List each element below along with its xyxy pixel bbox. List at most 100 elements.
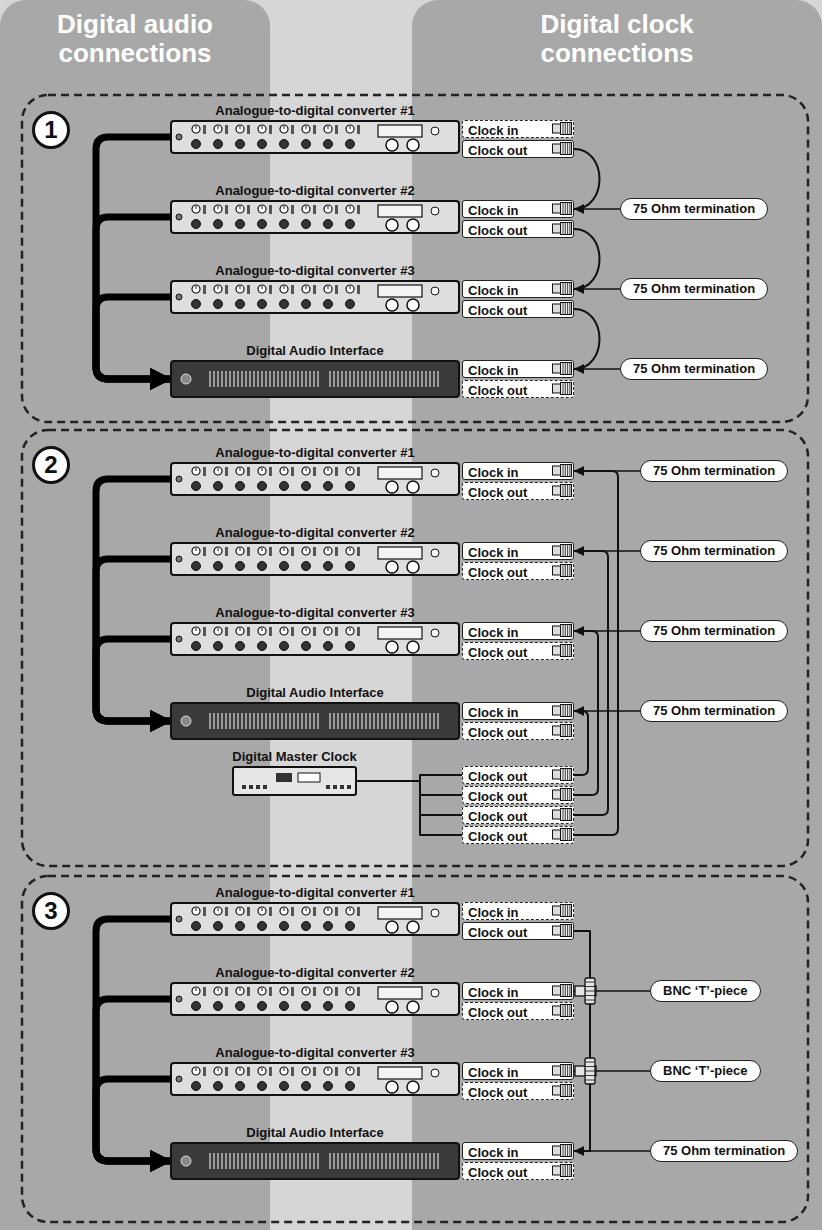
port-tick [273, 371, 275, 387]
grip-line [567, 383, 568, 394]
gain-knob [214, 547, 222, 555]
port-tick [353, 371, 355, 387]
port-tick [285, 713, 287, 729]
port-tick [309, 713, 311, 729]
callout-pill: 75 Ohm termination [640, 540, 788, 562]
small-knob [431, 127, 439, 135]
bnc-plug [552, 202, 572, 215]
gain-knob [236, 907, 244, 915]
clock-port-box: Clock in [462, 462, 574, 480]
gain-knob [280, 987, 288, 995]
input-jack [214, 140, 223, 149]
grip-line [563, 223, 564, 234]
unit-heading: Analogue-to-digital converter #1 [140, 103, 490, 118]
grip-line [563, 465, 564, 476]
knob-mark [240, 548, 241, 551]
tee-grip [585, 982, 595, 983]
input-jack [258, 140, 267, 149]
port-label: Clock out [463, 645, 551, 660]
port-tick [417, 713, 419, 729]
clock-port-box: Clock in [462, 1142, 574, 1160]
clock-cable [574, 711, 588, 775]
port-tick [265, 1153, 267, 1169]
grip-line [567, 1165, 568, 1176]
input-jack [192, 1002, 201, 1011]
button [347, 785, 351, 789]
level-led [225, 627, 228, 636]
plug-grip [561, 465, 572, 477]
level-led [247, 125, 250, 134]
bnc-plug [552, 464, 572, 477]
port-tick [349, 713, 351, 729]
port-tick [261, 1153, 263, 1169]
clock-port-box: Clock in [462, 200, 574, 218]
level-led [225, 1067, 228, 1076]
port-tick [377, 1153, 379, 1169]
knob-mark [262, 1068, 263, 1071]
clock-port-box: Clock in [462, 542, 574, 560]
input-jack [324, 220, 333, 229]
callout-label: 75 Ohm termination [653, 543, 775, 559]
tee-grip [585, 991, 595, 992]
gain-knob [258, 987, 266, 995]
big-knob [386, 641, 398, 653]
big-knob [407, 481, 419, 493]
knob-mark [218, 628, 219, 631]
input-jack [258, 562, 267, 571]
level-led [203, 285, 206, 294]
button [256, 785, 260, 789]
level-led [225, 987, 228, 996]
port-tick [225, 713, 227, 729]
level-led [335, 547, 338, 556]
port-tick [369, 1153, 371, 1169]
converter-drawing [170, 902, 460, 936]
audio-connection [96, 559, 170, 721]
input-jack [302, 300, 311, 309]
level-led [269, 1067, 272, 1076]
bnc-plug [552, 362, 572, 375]
plug-grip [561, 143, 572, 155]
input-jack [236, 642, 245, 651]
input-jack [192, 220, 201, 229]
port-tick [309, 371, 311, 387]
gain-knob [280, 907, 288, 915]
level-led [357, 987, 360, 996]
clock-port-box: Clock out [462, 220, 574, 238]
knob-mark [328, 628, 329, 631]
port-tick [237, 371, 239, 387]
clock-cable [574, 309, 600, 369]
port-tick [257, 713, 259, 729]
port-tick [409, 371, 411, 387]
power-button [181, 716, 191, 726]
tee-grip [585, 1075, 595, 1076]
port-tick [221, 713, 223, 729]
knob-mark [196, 908, 197, 911]
plug-body [553, 830, 561, 839]
big-knob [407, 561, 419, 573]
port-tick [309, 1153, 311, 1169]
knob-mark [218, 126, 219, 129]
callout-label: 75 Ohm termination [633, 201, 755, 217]
clock-port-box: Clock in [462, 280, 574, 298]
knob-mark [262, 988, 263, 991]
grip-line [565, 725, 566, 736]
grip-line [563, 143, 564, 154]
port-label: Clock out [463, 383, 551, 398]
grip-line [565, 485, 566, 496]
section-outline [22, 95, 808, 422]
gain-knob [214, 1067, 222, 1075]
level-led [335, 907, 338, 916]
grip-line [565, 545, 566, 556]
level-led [291, 987, 294, 996]
grip-line [565, 383, 566, 394]
section-outline [22, 430, 808, 866]
bnc-plug [552, 768, 572, 781]
grip-line [563, 1005, 564, 1016]
knob-mark [284, 1068, 285, 1071]
gain-knob [302, 547, 310, 555]
plug-grip [561, 363, 572, 375]
level-led [269, 627, 272, 636]
knob-mark [306, 1068, 307, 1071]
column-heading: Digital audio connections [10, 10, 260, 68]
input-jack [236, 300, 245, 309]
